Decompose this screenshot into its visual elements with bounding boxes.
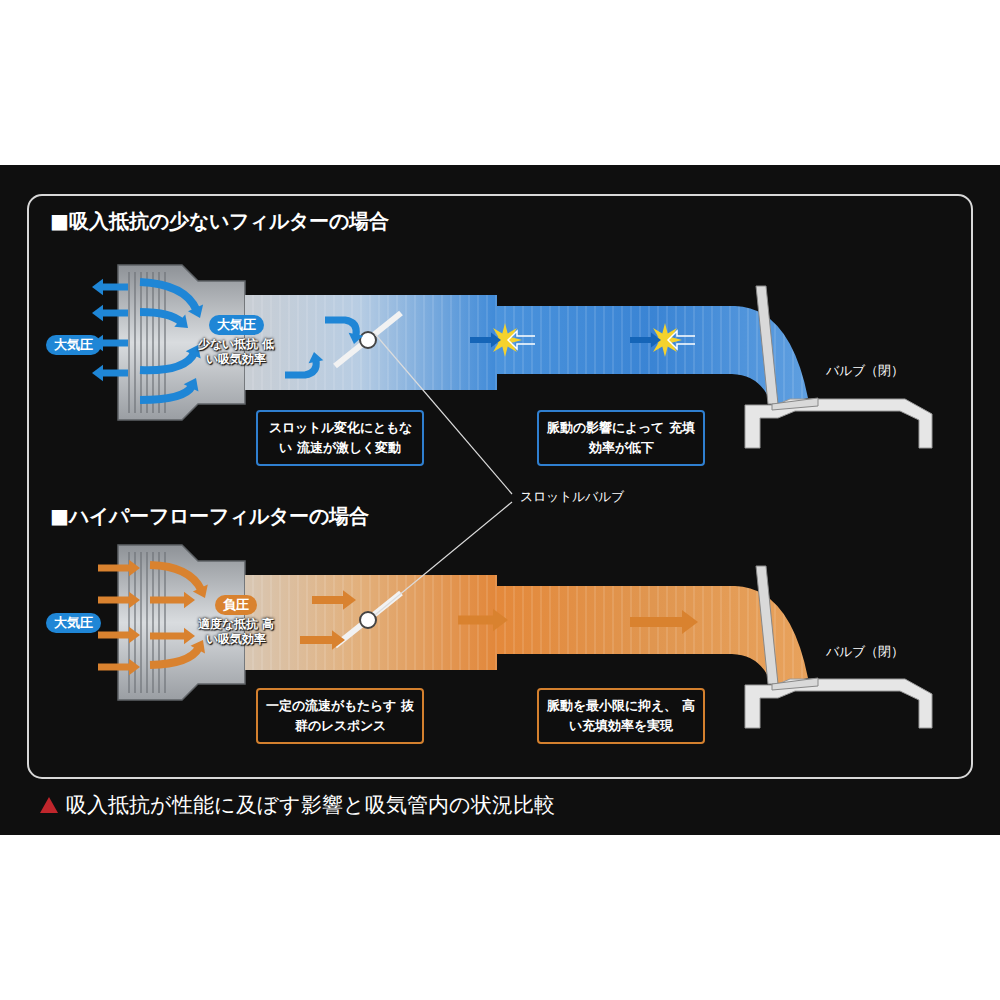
flow-arrow-head [184, 628, 195, 645]
pressure-label: 負圧 [215, 595, 257, 615]
pressure-label: 大気圧 [46, 335, 101, 355]
flow-arrow-shaft [630, 617, 685, 627]
intake-valve-head [772, 398, 818, 410]
flow-arrow-head [349, 333, 364, 344]
flow-arrow-head [184, 378, 199, 392]
note-text: 適度な抵抗 高い吸気効率 [197, 617, 275, 647]
flow-arrow-head [343, 590, 356, 610]
curved-flow-arrow [140, 353, 194, 370]
flow-arrow-shaft [101, 284, 128, 291]
curved-flow-arrow [150, 648, 199, 665]
reflected-wave-arrow [668, 331, 695, 349]
intake-pipe [245, 575, 497, 670]
flow-arrow-shaft [101, 340, 128, 347]
intake-pipe-texture [245, 575, 497, 670]
pulsation-collision [648, 323, 682, 357]
intake-valve-head [772, 678, 818, 690]
reflected-wave-arrow [508, 331, 535, 349]
pulsation-collision [488, 323, 522, 357]
flow-arrow-shaft [312, 596, 346, 604]
flow-arrow-head [682, 610, 698, 634]
flow-arrow-head [174, 315, 188, 328]
pressure-tag: 大気圧 [45, 612, 101, 633]
note-text: 脈動の影響によって 充填効率が低下 [545, 418, 697, 458]
flow-arrow-shaft [630, 337, 653, 343]
pressure-tag: 負圧適度な抵抗 高い吸気効率 [190, 594, 282, 647]
leader-line [375, 502, 512, 615]
filter-element [126, 272, 170, 413]
flow-arrow-head [92, 279, 103, 296]
cylinder-port [745, 679, 932, 728]
curved-flow-arrow [150, 565, 201, 590]
flow-arrow-shaft [101, 370, 128, 377]
flow-arrow-head [129, 659, 140, 676]
flow-arrow-head [92, 365, 103, 382]
figure-caption: 吸入抵抗が性能に及ぼす影響と吸気管内の状況比較 [66, 791, 555, 819]
curved-flow-arrow [140, 282, 196, 310]
flow-arrow-shaft [458, 616, 496, 625]
part-label: スロットルバルブ [518, 488, 626, 506]
cylinder-port [745, 399, 932, 448]
flow-arrow-head [651, 333, 661, 348]
flow-arrow-head [184, 592, 195, 609]
intake-valve-stem [756, 566, 778, 684]
dark-panel [0, 165, 1000, 835]
flow-arrow-shaft [98, 632, 131, 639]
flow-arrow-head [191, 640, 206, 654]
intake-pipe [245, 295, 497, 390]
filter-element [126, 552, 170, 693]
intake-valve-stem [756, 286, 778, 404]
intake-pipe-texture [245, 295, 497, 390]
callout-box: 脈動の影響によって 充填効率が低下 [537, 410, 705, 466]
note-text: 少ない抵抗 低い吸気効率 [197, 337, 275, 367]
frame-border [28, 195, 972, 778]
curved-flow-arrow [140, 386, 192, 400]
callout-box: 脈動を最小限に抑え、 高い充填効率を実現 [537, 688, 705, 744]
section-heading: ■ハイパーフローフィルターの場合 [50, 503, 369, 530]
flow-arrow-head [129, 560, 140, 577]
turbulent-flow [325, 320, 356, 335]
flow-arrow-shaft [300, 636, 335, 644]
flow-arrow-head [129, 592, 140, 609]
curved-flow-arrow [140, 312, 181, 322]
note-text: 脈動を最小限に抑え、 高い充填効率を実現 [545, 696, 697, 736]
throttle-shaft [360, 332, 376, 348]
flow-arrow-head [309, 352, 324, 363]
throttle-shaft [360, 612, 376, 628]
callout-box: スロットル変化にともない 流速が激しく変動 [256, 410, 424, 466]
flow-arrow-head [493, 609, 508, 632]
part-label: バルブ（閉） [826, 643, 904, 661]
flow-arrow-head [188, 305, 203, 318]
section-heading: ■吸入抵抗の少ないフィルターの場合 [50, 208, 389, 235]
flow-arrow-head [491, 333, 501, 348]
flow-arrow-shaft [101, 310, 128, 317]
flow-arrow-head [193, 585, 208, 598]
flow-arrow-shaft [150, 597, 186, 604]
part-label: バルブ（閉） [826, 362, 904, 380]
flow-arrow-head [129, 627, 140, 644]
pressure-tag: 大気圧少ない抵抗 低い吸気効率 [190, 314, 282, 367]
pressure-tag: 大気圧 [45, 334, 101, 355]
flow-arrow-shaft [98, 664, 131, 671]
pressure-label: 大気圧 [46, 613, 101, 633]
callout-box: 一定の流速がもたらす 抜群のレスポンス [256, 688, 424, 744]
note-text: 一定の流速がもたらす 抜群のレスポンス [264, 696, 416, 736]
flow-arrow-head [332, 630, 345, 650]
note-text: スロットル変化にともない 流速が激しく変動 [264, 418, 416, 458]
pressure-label: 大気圧 [209, 315, 264, 335]
flow-arrow-shaft [98, 597, 131, 604]
flow-arrow-shaft [470, 337, 493, 343]
flow-arrow-shaft [150, 633, 186, 640]
flow-arrow-shaft [98, 565, 131, 572]
flow-arrow-head [92, 305, 103, 322]
caption-triangle [40, 797, 58, 813]
